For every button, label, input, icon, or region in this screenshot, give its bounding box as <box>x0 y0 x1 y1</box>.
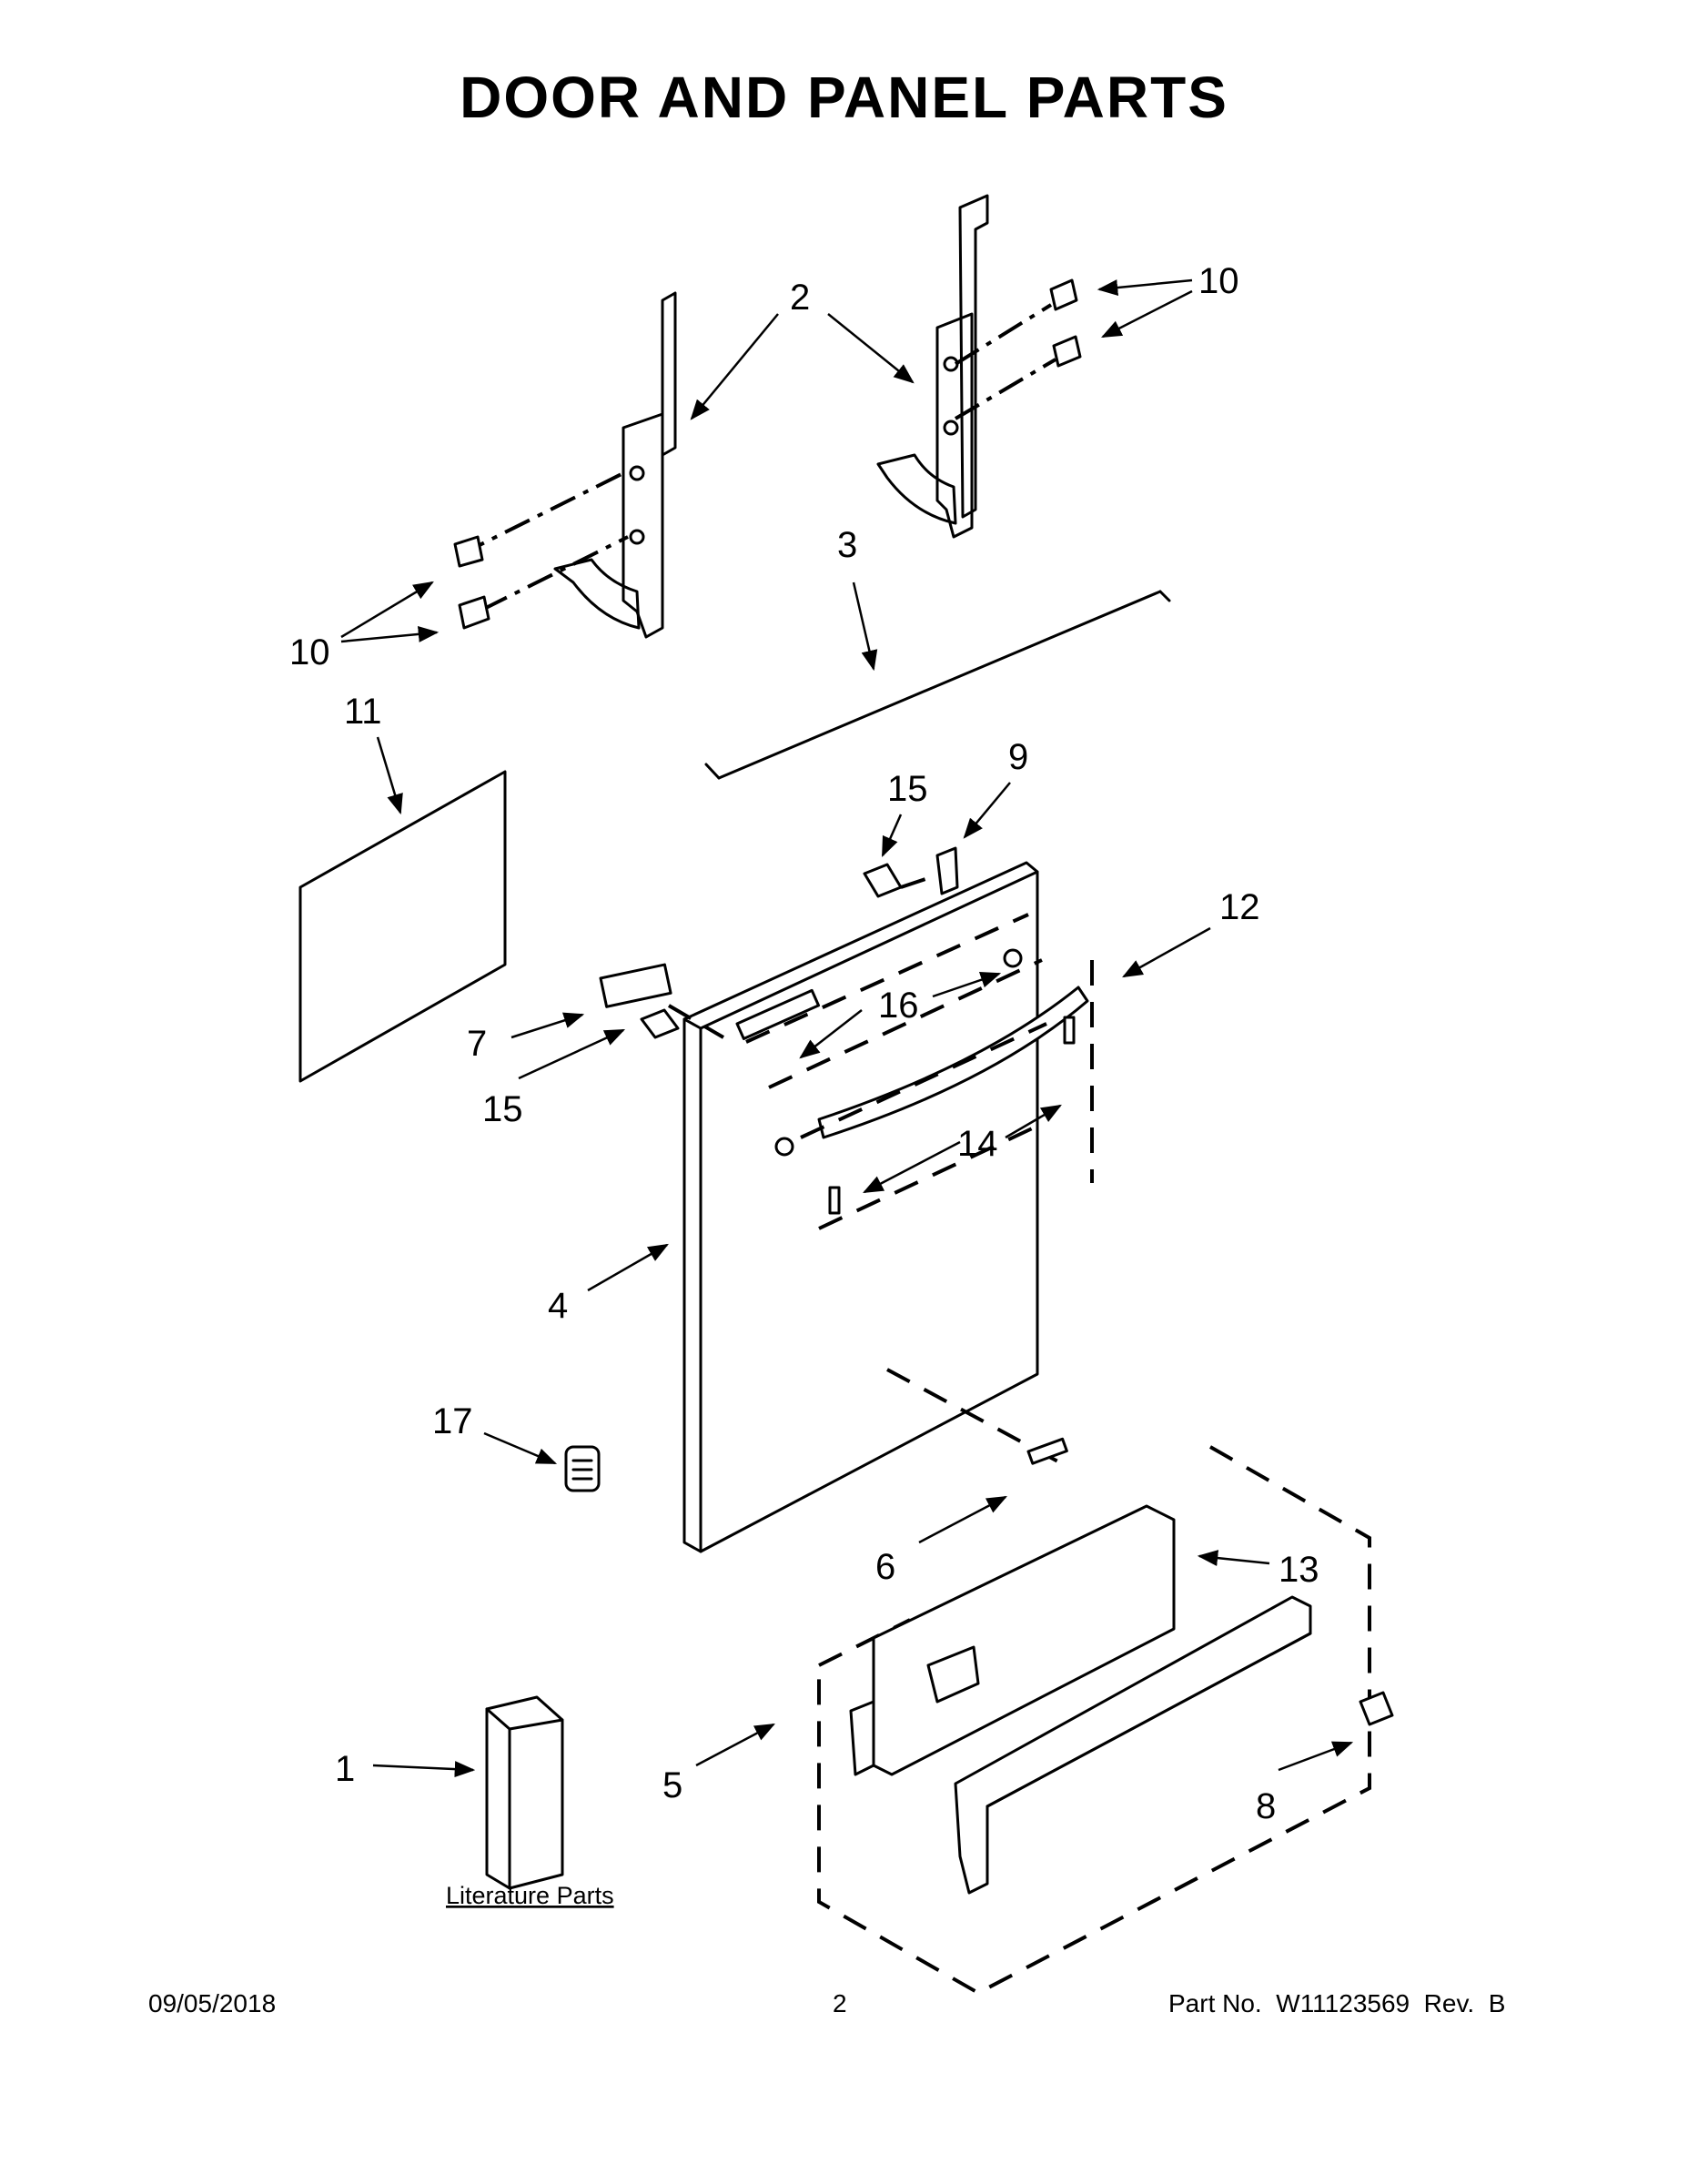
door-rod <box>704 590 1171 780</box>
callout-14: 14 <box>957 1124 998 1164</box>
left-hinge-screws <box>453 535 490 630</box>
leader-arrows <box>340 278 1354 1778</box>
insulation-panel <box>298 770 507 1083</box>
callout-10-left: 10 <box>289 632 330 672</box>
handle-nuts <box>774 948 1023 1157</box>
badge-holder <box>599 963 725 1039</box>
right-hinge-screws <box>1049 278 1082 368</box>
literature-booklet <box>485 1695 564 1890</box>
callout-9: 9 <box>1008 737 1028 777</box>
door-button <box>564 1445 601 1492</box>
handle-studs <box>828 1016 1076 1215</box>
logo-badge <box>1026 1437 1068 1465</box>
literature-parts-label: Literature Parts <box>446 1882 614 1909</box>
callout-5: 5 <box>662 1765 682 1805</box>
toe-panel-assembly <box>817 1445 1394 1996</box>
callout-10-right: 10 <box>1198 261 1239 301</box>
right-hinge-bracket <box>876 194 1057 539</box>
footer-part-number: Part No. W11123569 Rev. B <box>1168 1989 1506 2017</box>
callout-13: 13 <box>1279 1550 1319 1590</box>
callout-7: 7 <box>467 1024 487 1064</box>
callout-17: 17 <box>432 1401 473 1441</box>
page-title: DOOR AND PANEL PARTS <box>460 65 1228 130</box>
door-clip <box>935 846 959 895</box>
callout-6: 6 <box>875 1547 895 1587</box>
panel-screw <box>1359 1691 1394 1726</box>
door-handle <box>745 913 1094 1230</box>
inner-panel <box>872 1504 1176 1776</box>
left-hinge-bracket <box>459 291 677 639</box>
callout-2: 2 <box>790 278 810 318</box>
callout-11: 11 <box>344 692 382 732</box>
callout-8: 8 <box>1256 1786 1276 1826</box>
callout-16: 16 <box>878 986 919 1026</box>
callout-15-top: 15 <box>887 769 928 809</box>
footer-date: 09/05/2018 <box>148 1989 277 2017</box>
callout-3: 3 <box>837 525 857 565</box>
callout-1: 1 <box>335 1749 355 1789</box>
footer-page-number: 2 <box>833 1989 847 2017</box>
callout-4: 4 <box>548 1286 568 1326</box>
callout-12: 12 <box>1219 887 1260 927</box>
callout-15-left: 15 <box>482 1089 523 1129</box>
